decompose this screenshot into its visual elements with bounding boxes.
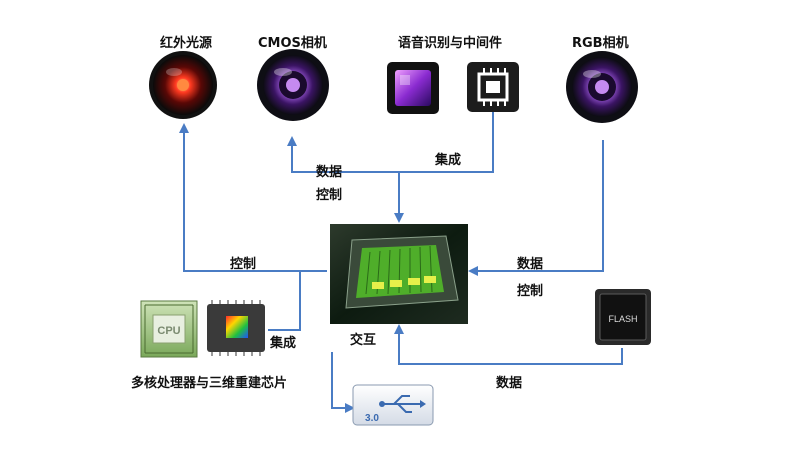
arrow-integrate-multicore	[268, 271, 301, 331]
arrow-data-rgb	[468, 140, 604, 276]
cmos-camera-icon	[257, 49, 329, 121]
edge-label-data-top: 数据	[316, 165, 343, 180]
arrow-integrate-voice	[394, 112, 494, 223]
rgb-camera-icon	[566, 51, 638, 123]
edge-label-interact: 交互	[350, 333, 377, 348]
arrow-data-flash	[394, 324, 623, 365]
label-cmos-camera: CMOS相机	[258, 36, 327, 51]
voice-chip-icon	[387, 62, 439, 114]
flash-chip-icon	[595, 289, 651, 345]
arrow-control-cmos	[287, 136, 399, 173]
label-rgb-camera: RGB相机	[572, 36, 629, 51]
arrow-interact-usb	[331, 352, 355, 413]
edge-label-control-right: 控制	[517, 284, 544, 299]
edge-label-data-bottom: 数据	[496, 376, 523, 391]
edge-label-data-right: 数据	[517, 257, 544, 272]
flash-chip-text: FLASH	[608, 314, 637, 324]
usb-version-text: 3.0	[365, 413, 379, 424]
infrared-light-icon	[149, 51, 217, 119]
edge-label-integrate-top: 集成	[435, 153, 462, 168]
edge-label-integrate-bottom: 集成	[270, 336, 297, 351]
middleware-chip-icon	[467, 62, 519, 112]
cpu-chip-text: CPU	[157, 325, 180, 337]
usb-icon	[352, 384, 434, 426]
label-infrared: 红外光源	[160, 36, 213, 51]
arrow-control-infrared	[179, 123, 327, 272]
cpu-chip-icon	[140, 300, 198, 358]
reconstruction-chip-icon	[207, 300, 265, 356]
edge-label-control-left: 控制	[230, 257, 257, 272]
label-multicore-chip: 多核处理器与三维重建芯片	[131, 376, 288, 391]
label-voice-middleware: 语音识别与中间件	[398, 36, 503, 51]
central-soc-chip	[330, 224, 468, 324]
edge-label-control-top: 控制	[316, 188, 343, 203]
